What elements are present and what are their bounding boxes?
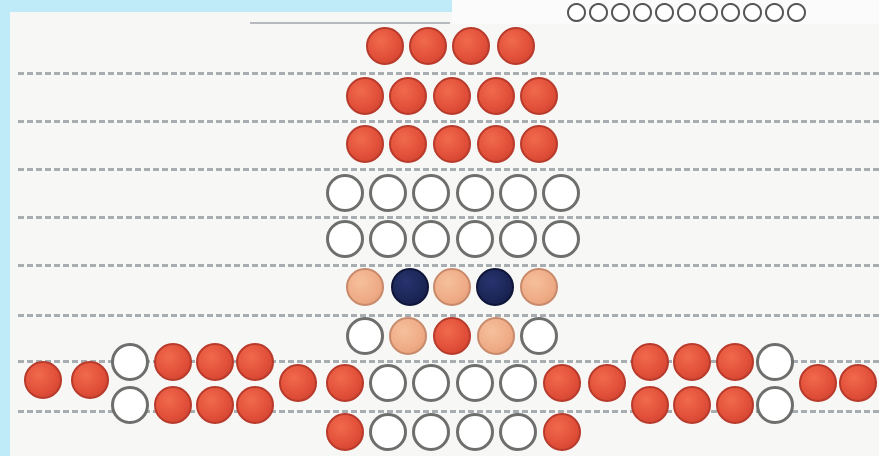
red-bead-icon bbox=[716, 386, 754, 424]
red-bead-icon bbox=[543, 413, 581, 451]
red-bead-icon bbox=[799, 364, 837, 402]
skin-bead-icon bbox=[346, 268, 384, 306]
red-bead-icon bbox=[326, 413, 364, 451]
white-bead-icon bbox=[542, 220, 580, 258]
white-bead-icon bbox=[499, 174, 537, 212]
white-bead-icon bbox=[542, 174, 580, 212]
counter-bead-icon bbox=[721, 3, 740, 22]
white-bead-icon bbox=[369, 413, 407, 451]
red-bead-icon bbox=[154, 386, 192, 424]
white-bead-icon bbox=[520, 317, 558, 355]
counter-bead-icon bbox=[611, 3, 630, 22]
white-bead-icon bbox=[326, 174, 364, 212]
white-bead-icon bbox=[369, 220, 407, 258]
red-bead-icon bbox=[389, 77, 427, 115]
red-bead-icon bbox=[236, 343, 274, 381]
red-bead-icon bbox=[588, 364, 626, 402]
red-bead-icon bbox=[433, 317, 471, 355]
red-bead-icon bbox=[236, 386, 274, 424]
red-bead-icon bbox=[409, 27, 447, 65]
red-bead-icon bbox=[631, 386, 669, 424]
counter-bead-icon bbox=[655, 3, 674, 22]
counter-bead-icon bbox=[677, 3, 696, 22]
red-bead-icon bbox=[346, 125, 384, 163]
white-bead-icon bbox=[412, 413, 450, 451]
skin-bead-icon bbox=[389, 317, 427, 355]
grid-line-5 bbox=[18, 264, 879, 267]
white-bead-icon bbox=[756, 343, 794, 381]
navy-bead-icon bbox=[476, 268, 514, 306]
white-bead-icon bbox=[326, 220, 364, 258]
grid-line-2 bbox=[18, 120, 879, 123]
white-bead-icon bbox=[499, 364, 537, 402]
white-bead-icon bbox=[499, 220, 537, 258]
red-bead-icon bbox=[543, 364, 581, 402]
red-bead-icon bbox=[326, 364, 364, 402]
grid-line-4 bbox=[18, 216, 879, 219]
white-bead-icon bbox=[369, 174, 407, 212]
counter-bead-icon bbox=[743, 3, 762, 22]
red-bead-icon bbox=[631, 343, 669, 381]
red-bead-icon bbox=[433, 125, 471, 163]
counter-bead-icon bbox=[589, 3, 608, 22]
navy-bead-icon bbox=[391, 268, 429, 306]
counter-bead-icon bbox=[765, 3, 784, 22]
white-bead-icon bbox=[111, 343, 149, 381]
red-bead-icon bbox=[520, 77, 558, 115]
white-bead-icon bbox=[456, 220, 494, 258]
top-rule bbox=[250, 22, 450, 24]
white-bead-icon bbox=[499, 413, 537, 451]
white-bead-icon bbox=[111, 386, 149, 424]
white-bead-icon bbox=[412, 220, 450, 258]
red-bead-icon bbox=[673, 386, 711, 424]
red-bead-icon bbox=[196, 386, 234, 424]
white-bead-icon bbox=[456, 413, 494, 451]
white-bead-icon bbox=[412, 174, 450, 212]
grid-line-3 bbox=[18, 168, 879, 171]
red-bead-icon bbox=[154, 343, 192, 381]
red-bead-icon bbox=[452, 27, 490, 65]
counter-bead-icon bbox=[567, 3, 586, 22]
white-bead-icon bbox=[346, 317, 384, 355]
counter-bead-icon bbox=[787, 3, 806, 22]
counter-bead-icon bbox=[633, 3, 652, 22]
grid-line-1 bbox=[18, 72, 879, 75]
red-bead-icon bbox=[673, 343, 711, 381]
white-bead-icon bbox=[756, 386, 794, 424]
white-bead-icon bbox=[456, 174, 494, 212]
red-bead-icon bbox=[389, 125, 427, 163]
skin-bead-icon bbox=[477, 317, 515, 355]
white-bead-icon bbox=[369, 364, 407, 402]
red-bead-icon bbox=[366, 27, 404, 65]
red-bead-icon bbox=[433, 77, 471, 115]
white-bead-icon bbox=[456, 364, 494, 402]
red-bead-icon bbox=[346, 77, 384, 115]
red-bead-icon bbox=[497, 27, 535, 65]
red-bead-icon bbox=[839, 364, 877, 402]
red-bead-icon bbox=[477, 77, 515, 115]
white-bead-icon bbox=[412, 364, 450, 402]
skin-bead-icon bbox=[520, 268, 558, 306]
skin-bead-icon bbox=[433, 268, 471, 306]
red-bead-icon bbox=[24, 361, 62, 399]
red-bead-icon bbox=[71, 361, 109, 399]
red-bead-icon bbox=[196, 343, 234, 381]
red-bead-icon bbox=[279, 364, 317, 402]
red-bead-icon bbox=[520, 125, 558, 163]
counter-bead-icon bbox=[699, 3, 718, 22]
red-bead-icon bbox=[477, 125, 515, 163]
red-bead-icon bbox=[716, 343, 754, 381]
